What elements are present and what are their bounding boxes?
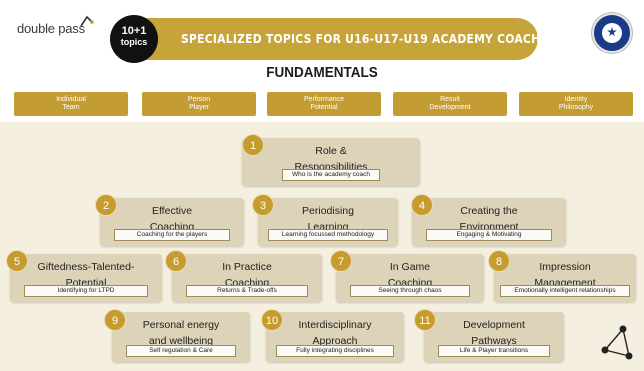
topic-subtitle: Learning focussed methodology — [268, 229, 388, 241]
topic-title-line2: and wellbeing — [148, 335, 214, 347]
topic-subtitle: Seeing through chaos — [350, 285, 470, 297]
topic-subtitle: Who is the academy coach — [282, 169, 380, 181]
topic-number-badge: 11 — [414, 309, 436, 331]
fundamental-pill: Individual Team — [14, 92, 128, 116]
fundamental-line1: Person — [187, 96, 211, 103]
fundamental-line2: Player — [189, 104, 209, 111]
topic-card-3: Periodising Learning Learning focussed m… — [258, 198, 398, 246]
federation-crest-icon — [592, 13, 632, 53]
section-title: FUNDAMENTALS — [266, 64, 378, 81]
topic-count-number: 10+1 — [121, 25, 147, 37]
fundamental-pill: Performance Potential — [267, 92, 381, 116]
topic-title-line2: Approach — [312, 335, 358, 347]
topic-card-4: Creating the Environment Engaging & Moti… — [412, 198, 566, 246]
topic-number-badge: 8 — [488, 250, 510, 272]
topic-title-line1: Interdisciplinary — [298, 319, 372, 331]
topic-title-line1: Giftedness-Talented- — [37, 261, 135, 273]
fundamental-pill: Result Development — [393, 92, 507, 116]
topic-card-8: Impression Management Emotionally intell… — [494, 254, 636, 302]
fundamental-line1: Individual — [56, 96, 86, 103]
fundamental-line1: Result — [440, 96, 460, 103]
topic-subtitle: Engaging & Motivating — [426, 229, 552, 241]
topic-count-word: topics — [120, 37, 148, 47]
topic-card-7: In Game Coaching Seeing through chaos — [336, 254, 484, 302]
topic-title-line2: Pathways — [471, 335, 517, 347]
banner-title: SPECIALIZED TOPICS FOR U16-U17-U19 ACADE… — [181, 31, 556, 46]
topic-number-badge: 9 — [104, 309, 126, 331]
topic-subtitle: Fully integrating disciplines — [276, 345, 394, 357]
topic-title-line1: Impression — [539, 261, 591, 273]
crest-star-icon — [607, 27, 617, 37]
topic-card-9: Personal energy and wellbeing Self regul… — [112, 312, 250, 362]
topic-number-badge: 7 — [330, 250, 352, 272]
fundamental-line2: Team — [62, 104, 80, 111]
topic-title-line1: In Practice — [222, 261, 272, 273]
fundamental-pill: Identity Philosophy — [519, 92, 633, 116]
topic-number-badge: 2 — [95, 194, 117, 216]
topic-subtitle: Returns & Trade-offs — [186, 285, 308, 297]
double-pass-logo: double pass — [17, 21, 85, 36]
fundamental-line2: Philosophy — [558, 104, 594, 111]
topic-subtitle: Emotionally intelligent relationships — [500, 285, 630, 297]
topic-title-line1: Personal energy — [142, 319, 220, 331]
topic-number-badge: 10 — [261, 309, 283, 331]
topic-title-line1: Periodising — [302, 205, 354, 217]
topic-subtitle: Identifying for LTPD — [24, 285, 148, 297]
network-nodes-icon — [601, 325, 633, 360]
topic-subtitle: Life & Player transitions — [438, 345, 550, 357]
topic-card-10: Interdisciplinary Approach Fully integra… — [266, 312, 404, 362]
fundamental-pill: Person Player — [142, 92, 256, 116]
topic-number-badge: 3 — [252, 194, 274, 216]
topic-number-badge: 1 — [242, 134, 264, 156]
fundamental-line1: Performance — [303, 96, 345, 103]
topic-subtitle: Self regulation & Care — [126, 345, 236, 357]
topic-card-6: In Practice Coaching Returns & Trade-off… — [172, 254, 322, 302]
fundamental-line1: Identity — [564, 96, 588, 103]
topic-card-5: Giftedness-Talented- Potential Identifyi… — [10, 254, 162, 302]
topic-subtitle: Coaching for the players — [114, 229, 230, 241]
topic-title: Interdisciplinary Approach — [266, 317, 404, 349]
fundamental-line2: Development — [429, 104, 471, 111]
topic-title-line1: Role & — [315, 145, 347, 157]
topic-card-1: Role & Responsibilities Who is the acade… — [242, 138, 420, 186]
topic-title-line1: Creating the — [460, 205, 518, 217]
topic-number-badge: 6 — [165, 250, 187, 272]
topic-title-line1: In Game — [389, 261, 431, 273]
topic-title-line1: Development — [463, 319, 525, 331]
topic-title: Development Pathways — [424, 317, 564, 349]
topic-title-line1: Effective — [151, 205, 193, 217]
title-banner — [110, 18, 538, 60]
fundamental-line2: Potential — [310, 104, 338, 111]
topic-card-11: Development Pathways Life & Player trans… — [424, 312, 564, 362]
topic-number-badge: 5 — [6, 250, 28, 272]
topic-count-badge: 10+1 topics — [110, 15, 158, 63]
double-pass-logo-icon — [80, 15, 94, 27]
topic-title: Personal energy and wellbeing — [112, 317, 250, 349]
topic-number-badge: 4 — [411, 194, 433, 216]
topic-card-2: Effective Coaching Coaching for the play… — [100, 198, 244, 246]
